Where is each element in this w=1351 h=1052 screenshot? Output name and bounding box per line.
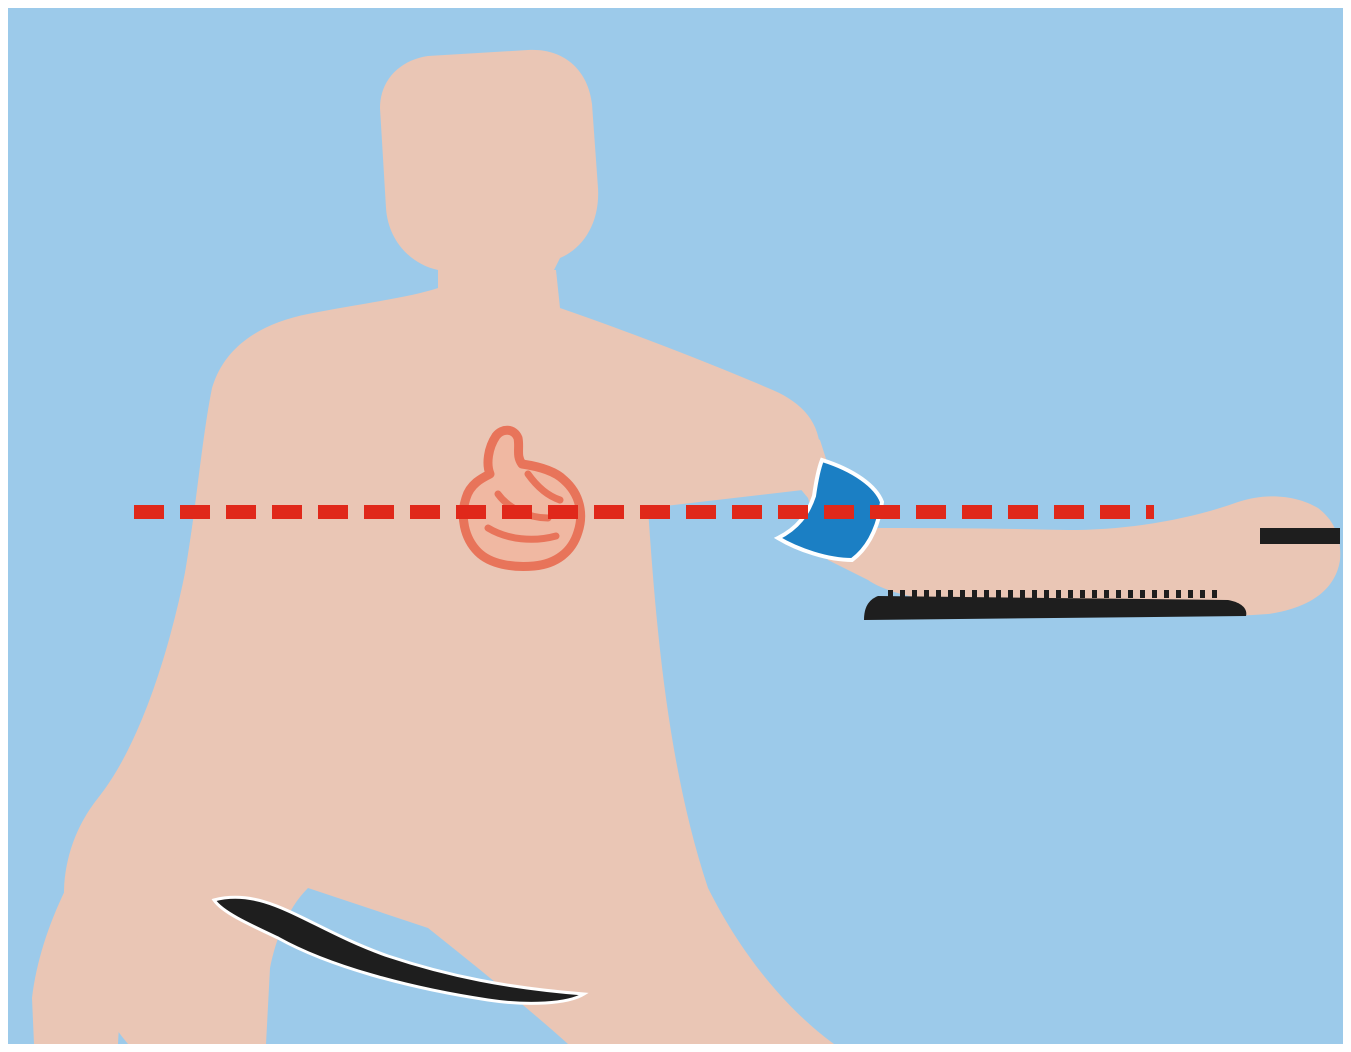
pad-ridge — [1212, 590, 1217, 598]
pad-ridge — [960, 590, 965, 598]
pad-ridge — [972, 590, 977, 598]
pad-ridge — [1032, 590, 1037, 598]
pad-ridge — [1008, 590, 1013, 598]
pad-ridge — [1068, 590, 1073, 598]
pad-ridge — [1164, 590, 1169, 598]
pad-ridge — [936, 590, 941, 598]
pad-ridge — [984, 590, 989, 598]
pad-ridge — [1152, 590, 1157, 598]
pad-ridge — [1056, 590, 1061, 598]
thumb-marker — [1260, 528, 1340, 544]
pad-ridge — [1128, 590, 1133, 598]
arm-support-pad-shape — [864, 596, 1246, 620]
pad-ridge — [996, 590, 1001, 598]
pad-ridge — [1092, 590, 1097, 598]
pad-ridge — [1200, 590, 1205, 598]
bp-positioning-illustration — [8, 8, 1343, 1044]
pad-ridge — [1044, 590, 1049, 598]
pad-ridge — [900, 590, 905, 598]
pad-ridge — [1116, 590, 1121, 598]
pad-ridge — [888, 590, 893, 598]
pad-ridge — [948, 590, 953, 598]
pad-ridge — [1020, 590, 1025, 598]
pad-ridge — [1104, 590, 1109, 598]
pad-ridge — [1188, 590, 1193, 598]
pad-ridge — [1176, 590, 1181, 598]
pad-ridge — [1140, 590, 1145, 598]
pad-ridge — [924, 590, 929, 598]
pad-ridge — [912, 590, 917, 598]
illustration-frame — [8, 8, 1343, 1044]
pad-ridge — [1080, 590, 1085, 598]
